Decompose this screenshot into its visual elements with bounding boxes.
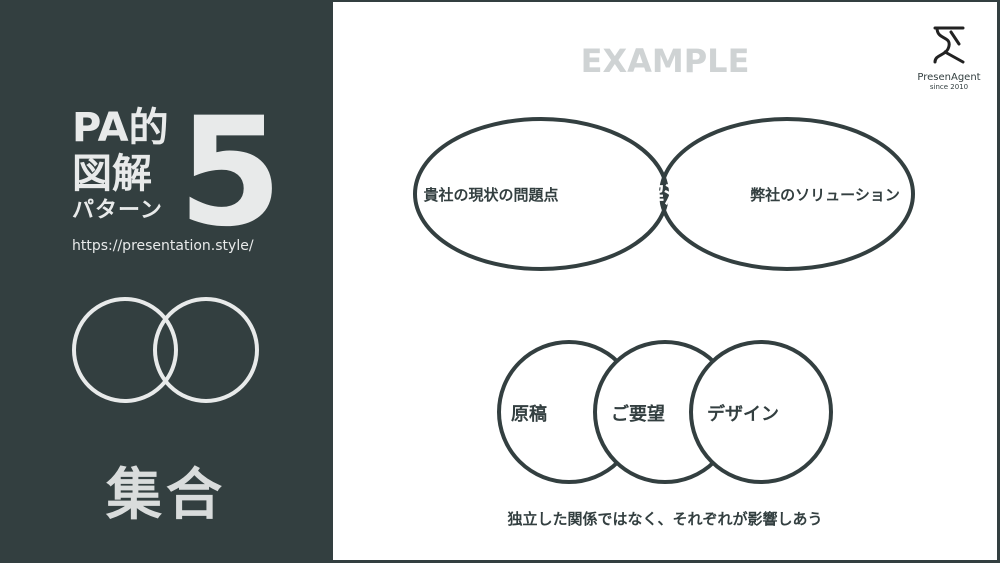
series-title-line1: PA的 bbox=[72, 105, 169, 151]
pattern-title: 集合 bbox=[106, 463, 226, 528]
series-title-line3: パターン bbox=[72, 198, 163, 223]
logo: PresenAgent since 2010 bbox=[911, 24, 987, 91]
site-url: https://presentation.style/ bbox=[72, 238, 254, 254]
icon-circle-right bbox=[153, 297, 259, 403]
venn-diagram: 貴社の現状の問題点 解決 弊社のソリューション 原稿 ご要望 デザイン bbox=[413, 117, 915, 484]
diagram-caption: 独立した関係ではなく、それぞれが影響しあう bbox=[507, 510, 823, 528]
circle-label-request: ご要望 bbox=[611, 403, 665, 425]
series-title-line2: 図解 bbox=[72, 151, 152, 197]
circle-design bbox=[689, 340, 833, 484]
venn-right-label: 弊社のソリューション bbox=[750, 186, 900, 204]
circle-label-manuscript: 原稿 bbox=[511, 403, 547, 425]
circle-label-design: デザイン bbox=[707, 403, 779, 425]
left-panel: PA的 図解 パターン 5 https://presentation.style… bbox=[0, 0, 332, 563]
presenagent-logo-icon bbox=[933, 26, 965, 64]
venn-ellipse-left bbox=[413, 117, 669, 271]
example-heading: EXAMPLE bbox=[580, 42, 750, 80]
logo-name: PresenAgent bbox=[917, 72, 981, 83]
venn-ellipse-right bbox=[659, 117, 915, 271]
main-panel: EXAMPLE PresenAgent since 2010 貴社の現状の問題点… bbox=[333, 2, 997, 560]
two-circles-icon bbox=[72, 297, 259, 403]
icon-circle-left bbox=[72, 297, 178, 403]
logo-since: since 2010 bbox=[929, 83, 969, 91]
venn-left-label: 貴社の現状の問題点 bbox=[423, 186, 558, 204]
pattern-number: 5 bbox=[178, 86, 283, 260]
venn-intersection-label: 解決 bbox=[642, 183, 687, 209]
